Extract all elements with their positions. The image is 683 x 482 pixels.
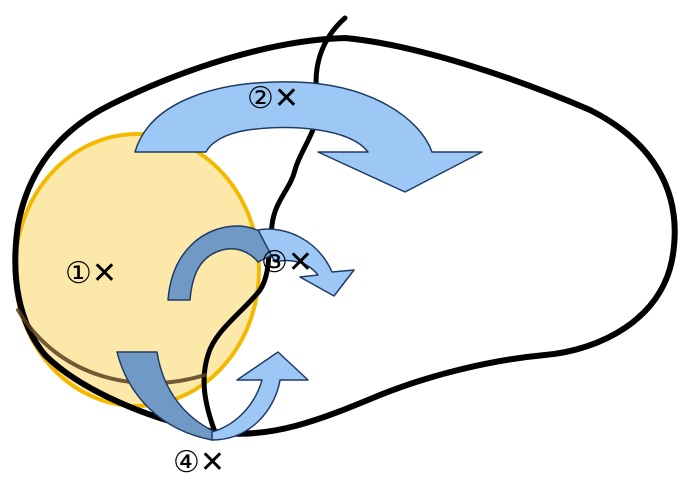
marker-label-2: ②✕	[247, 81, 299, 116]
marker-label-1: ①✕	[65, 256, 117, 291]
marker-label-4: ④✕	[173, 445, 225, 480]
marker-label-3: ③✕	[261, 245, 313, 280]
lower-curve-line	[16, 308, 207, 386]
arrow-3	[257, 228, 355, 297]
outer-outline	[12, 35, 678, 437]
arrow-2	[134, 81, 483, 193]
arrow-4	[211, 351, 309, 441]
